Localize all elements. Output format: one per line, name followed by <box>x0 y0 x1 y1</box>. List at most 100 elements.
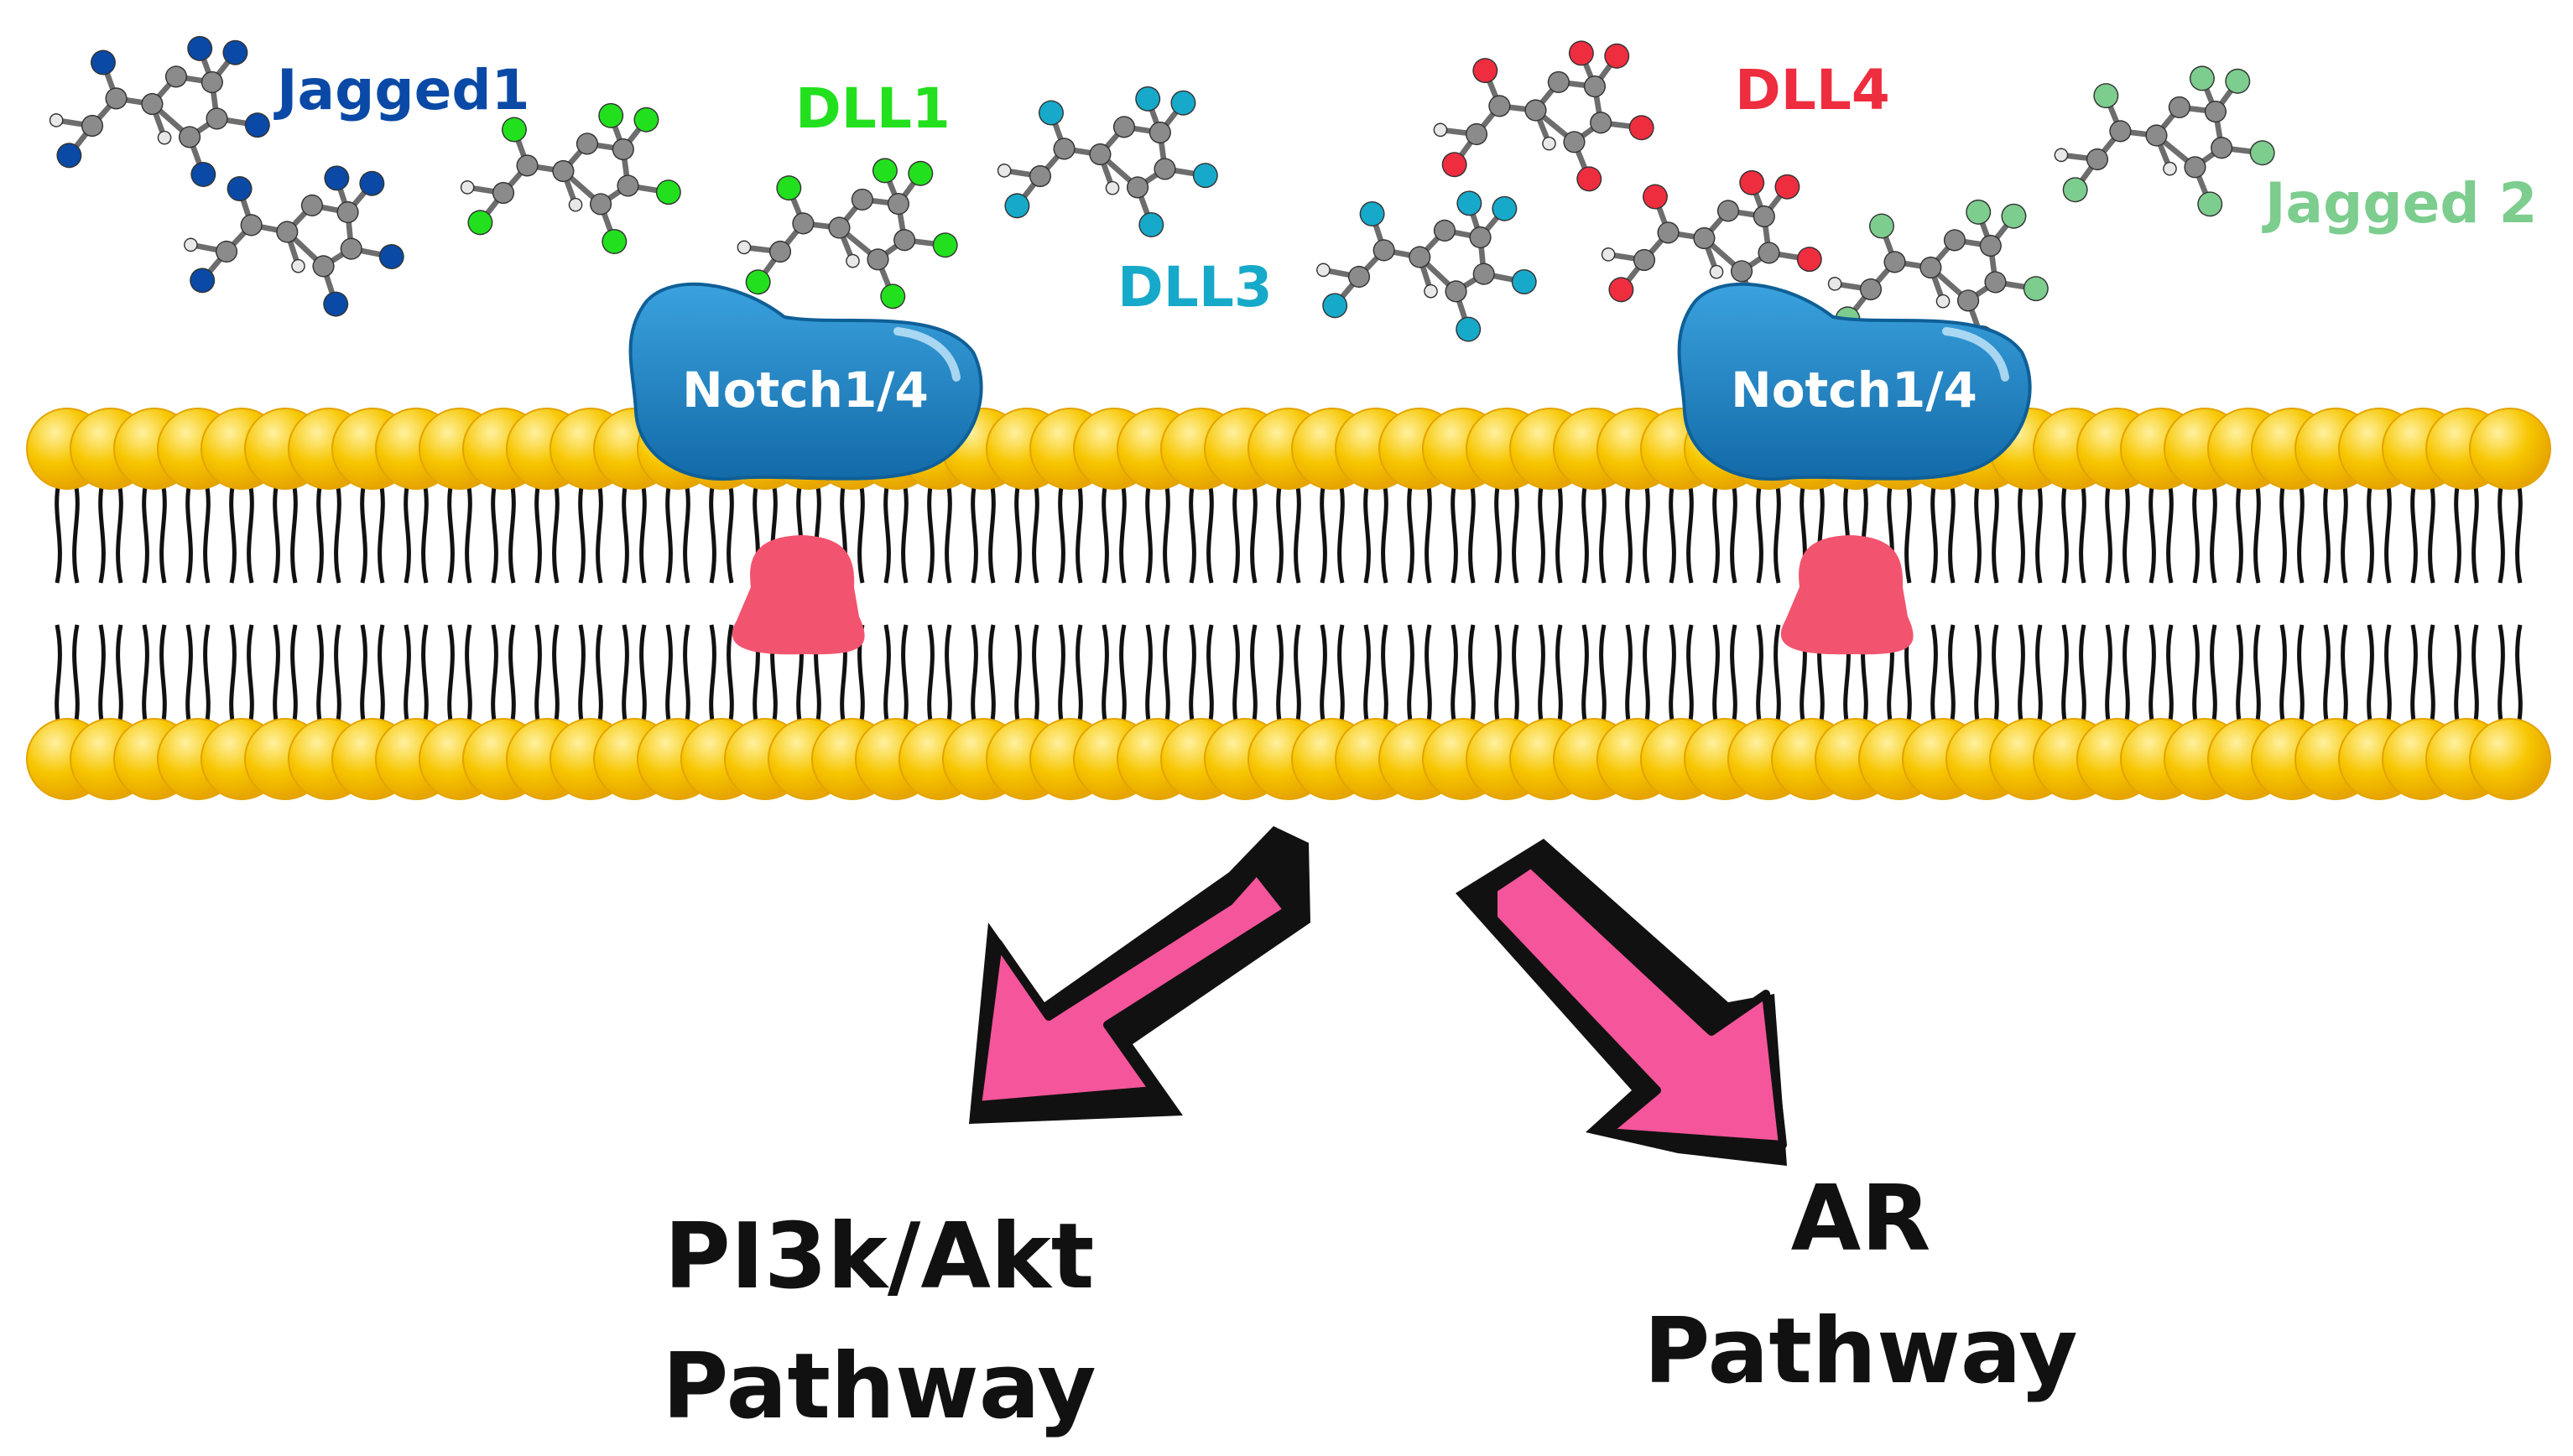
lipid-tail <box>901 624 909 726</box>
lipid-tail <box>159 481 167 584</box>
lipid-tail <box>622 481 629 584</box>
lipid-tail <box>273 624 280 726</box>
lipid-tail <box>334 481 341 584</box>
pathway-pi3k-akt-line2: Pathway <box>662 1334 1096 1439</box>
lipid-tail <box>1974 481 1982 584</box>
lipid-tail <box>2515 624 2523 726</box>
lipid-tail <box>639 624 647 726</box>
lipid-tail <box>1250 481 1258 584</box>
lipid-tail <box>378 624 385 726</box>
lipid-tail <box>1407 624 1414 726</box>
lipid-tail <box>2410 624 2418 726</box>
lipid-tail <box>2341 624 2348 726</box>
lipid-tail <box>98 624 106 726</box>
ligand-labels: Jagged1 DLL1 DLL3 DLL4 Jagged 2 <box>273 58 2538 320</box>
lipid-tail <box>1058 624 1065 726</box>
lipid-tail <box>1581 624 1589 726</box>
lipid-tail <box>98 481 106 584</box>
lipid-tail <box>491 481 498 584</box>
lipid-tail <box>2210 624 2217 726</box>
lipid-tail <box>1730 624 1737 726</box>
lipid-tail <box>1163 481 1170 584</box>
lipid-tail <box>2236 624 2243 726</box>
lipid-tail <box>2279 624 2287 726</box>
lipid-tail <box>1581 481 1589 584</box>
lipid-tail <box>116 481 123 584</box>
lipid-tail <box>1294 481 1301 584</box>
lipid-tail <box>55 481 62 584</box>
lipid-tail <box>360 624 367 726</box>
lipid-tail <box>116 624 123 726</box>
lipid-tail <box>1276 624 1284 726</box>
lipid-tail <box>1119 481 1127 584</box>
lipid-tail <box>1425 481 1432 584</box>
lipid-tail <box>2279 481 2287 584</box>
lipid-tail <box>1930 481 1938 584</box>
lipid-tail <box>2323 624 2331 726</box>
lipid-tail <box>534 481 542 584</box>
lipid-tail <box>857 481 865 584</box>
lipid-tail <box>883 481 891 584</box>
lipid-tail <box>1276 481 1284 584</box>
lipid-tail <box>316 624 324 726</box>
arrow-to-ar <box>1456 839 1787 1166</box>
lipid-tail <box>203 481 211 584</box>
jagged2-molecule <box>2054 65 2275 217</box>
lipid-tail <box>421 481 429 584</box>
lipid-tail <box>1756 624 1763 726</box>
dll3-molecule <box>997 86 1218 237</box>
lipid-tail <box>2122 624 2130 726</box>
lipid-tail <box>1512 624 1519 726</box>
lipid-tail <box>1904 481 1912 584</box>
lipid-tail <box>927 481 935 584</box>
lipid-bilayer-membrane <box>26 408 2551 800</box>
lipid-tail <box>1145 624 1153 726</box>
pathway-labels: PI3k/Akt Pathway AR Pathway <box>662 1167 2077 1439</box>
lipid-heads-inner <box>26 718 2551 800</box>
ligand-molecules <box>49 35 2275 351</box>
lipid-tails <box>55 481 2523 726</box>
lipid-tail <box>1232 624 1240 726</box>
lipid-tail <box>2105 624 2112 726</box>
lipid-tail <box>159 624 167 726</box>
membrane-channels <box>732 535 1914 655</box>
notch-receptors: Notch1/4 Notch1/4 <box>628 282 2032 481</box>
lipid-tail <box>2018 481 2025 584</box>
lipid-tail <box>2384 481 2392 584</box>
lipid-tail <box>945 481 952 584</box>
lipid-heads-outer <box>26 408 2551 490</box>
lipid-tail <box>1451 624 1458 726</box>
lipid-tail <box>2018 624 2025 726</box>
ligand-label-dll1: DLL1 <box>795 76 951 141</box>
lipid-tail <box>2323 481 2331 584</box>
lipid-tail <box>1730 481 1737 584</box>
jagged1-molecule <box>184 165 404 317</box>
lipid-tail <box>1512 481 1519 584</box>
lipid-tail <box>72 624 80 726</box>
lipid-tail <box>665 481 673 584</box>
lipid-tail <box>508 624 516 726</box>
lipid-tail <box>2341 481 2348 584</box>
lipid-tail <box>552 624 560 726</box>
lipid-tail <box>2428 481 2435 584</box>
lipid-tail <box>2454 624 2461 726</box>
ligand-label-jagged2: Jagged 2 <box>2262 171 2538 236</box>
lipid-tail <box>1773 481 1781 584</box>
lipid-tail <box>421 624 429 726</box>
lipid-tail <box>1407 481 1414 584</box>
lipid-tail <box>465 624 472 726</box>
lipid-tail <box>1381 481 1388 584</box>
lipid-tail <box>2367 481 2374 584</box>
lipid-tail <box>491 624 498 726</box>
lipid-tail <box>578 481 586 584</box>
lipid-tail <box>1206 481 1214 584</box>
lipid-tail <box>229 481 237 584</box>
lipid-tail <box>508 481 516 584</box>
lipid-tail <box>2297 624 2305 726</box>
dll1-molecule <box>737 158 958 309</box>
jagged1-molecule <box>49 35 270 187</box>
receptor-label-left: Notch1/4 <box>682 361 929 419</box>
lipid-tail <box>988 481 996 584</box>
lipid-tail <box>1163 624 1170 726</box>
lipid-tail <box>1643 624 1650 726</box>
